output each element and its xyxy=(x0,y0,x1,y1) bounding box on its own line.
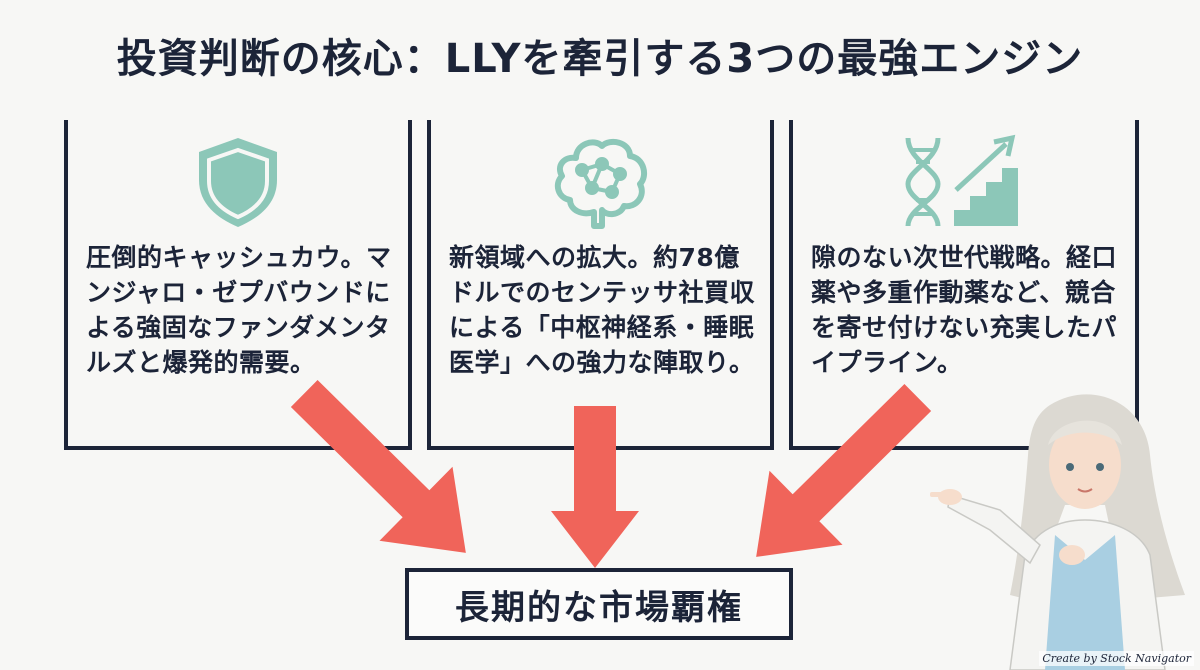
engine-panel-cash-cow: 圧倒的キャッシュカウ。マンジャロ・ゼプバウンドによる強固なファンダメンタルズと爆… xyxy=(64,120,412,450)
goal-box: 長期的な市場覇権 xyxy=(405,568,793,640)
dna-growth-icon xyxy=(905,134,1018,227)
panel-text: 隙のない次世代戦略。経口薬や多重作動薬など、競合を寄せ付けない充実したパイプライ… xyxy=(811,243,1118,377)
panel-text: 新領域への拡大。約78億ドルでのセンテッサ社買収による「中枢神経系・睡眠医学」へ… xyxy=(449,243,756,377)
engine-panel-pipeline: 隙のない次世代戦略。経口薬や多重作動薬など、競合を寄せ付けない充実したパイプライ… xyxy=(789,120,1139,450)
shield-icon xyxy=(199,138,277,227)
presenter-illustration xyxy=(930,394,1185,670)
panel-text: 圧倒的キャッシュカウ。マンジャロ・ゼプバウンドによる強固なファンダメンタルズと爆… xyxy=(86,243,392,377)
page-title: 投資判断の核心：LLYを牽引する3つの最強エンジン xyxy=(116,36,1084,82)
engine-panel-expansion: 新領域への拡大。約78億ドルでのセンテッサ社買収による「中枢神経系・睡眠医学」へ… xyxy=(427,120,774,450)
credit-text: Create by Stock Navigator xyxy=(1039,651,1194,666)
brain-network-icon xyxy=(554,138,647,229)
